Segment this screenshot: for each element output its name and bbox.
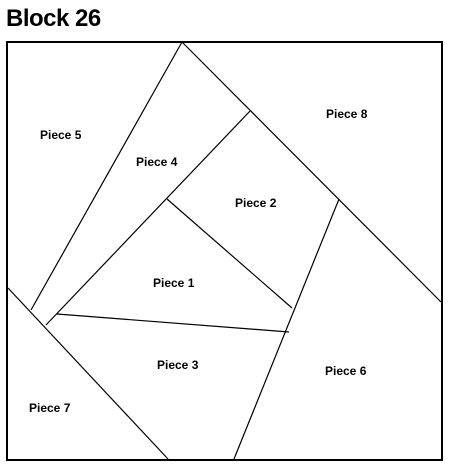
piece-5-label: Piece 5	[40, 128, 82, 142]
piece-4-label: Piece 4	[136, 155, 178, 169]
seam-piece1-piece3	[56, 313, 290, 333]
seam-piece2-piece6	[233, 198, 340, 460]
piece-3-label: Piece 3	[157, 358, 199, 372]
piece-8-label: Piece 8	[326, 107, 368, 121]
seam-piece7-piece3	[7, 287, 169, 460]
piece-1-label: Piece 1	[153, 276, 195, 290]
seam-piece5-piece4	[30, 41, 183, 311]
seam-piece4-piece8	[181, 41, 442, 303]
piece-6-label: Piece 6	[325, 364, 367, 378]
block-title: Block 26	[6, 5, 101, 32]
piece-7-label: Piece 7	[29, 401, 71, 415]
seam-piece4-inner	[45, 109, 252, 326]
seam-piece1-piece2	[166, 198, 293, 309]
piece-2-label: Piece 2	[235, 196, 277, 210]
block-outline	[6, 41, 443, 461]
